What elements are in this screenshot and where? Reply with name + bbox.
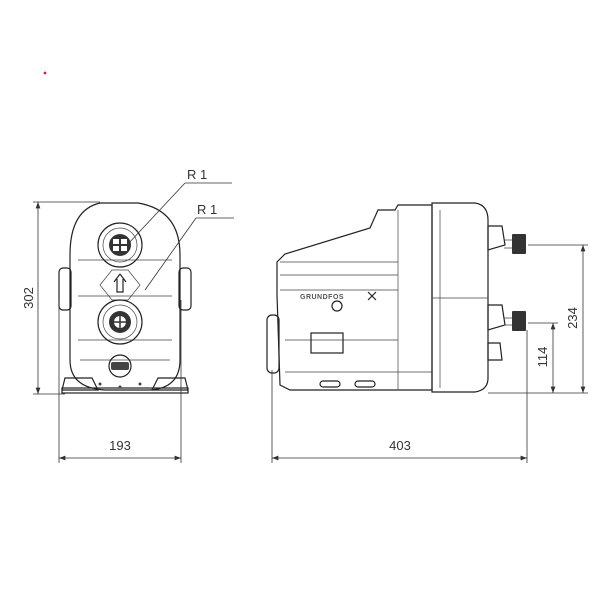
svg-text:403: 403 (389, 438, 411, 453)
callout-bottom-r1: R 1 (197, 202, 217, 217)
dimension-inlet-height: 114 (528, 322, 558, 393)
flow-arrow-icon (113, 273, 127, 293)
svg-text:234: 234 (565, 307, 580, 329)
bottom-port (97, 299, 143, 345)
dimension-front-width: 193 (58, 300, 182, 463)
top-port (97, 222, 143, 268)
svg-text:193: 193 (109, 438, 131, 453)
front-view (58, 202, 192, 394)
dimension-side-length: 403 (271, 330, 528, 463)
svg-text:302: 302 (21, 287, 36, 309)
grundfos-logo: GRUNDFOS (300, 294, 344, 301)
side-view: GRUNDFOS (266, 202, 526, 393)
dimension-front-height: 302 (21, 201, 100, 395)
marker-dot (43, 71, 47, 75)
dimension-outlet-height: 234 (488, 244, 588, 394)
callout-top-r1: R 1 (187, 167, 207, 182)
svg-text:114: 114 (535, 347, 550, 368)
